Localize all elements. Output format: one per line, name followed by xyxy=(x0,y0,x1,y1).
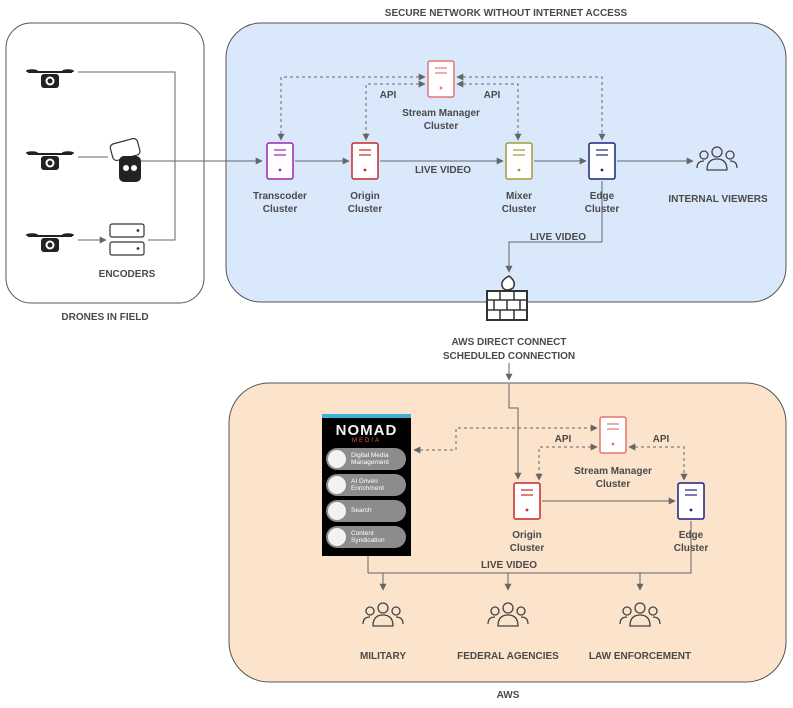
aws-api-left-label: API xyxy=(554,434,572,445)
nomad-item-ai-enrichment: AI Driven Enrichment xyxy=(326,474,406,496)
nomad-logo: NOMAD xyxy=(335,422,398,439)
stream-manager-server-icon xyxy=(427,60,455,98)
aws-edge-cluster-label: Edge Cluster xyxy=(673,530,709,554)
media-management-icon xyxy=(328,450,346,468)
api-right-outer-link xyxy=(456,73,606,141)
nomad-item-label: AI Driven Enrichment xyxy=(351,477,384,493)
drone-link-top xyxy=(78,71,176,241)
live-video-label-firewall: LIVE VIDEO xyxy=(529,232,587,243)
api-left-outer-link xyxy=(277,73,426,141)
aws-origin-server-icon xyxy=(513,482,541,520)
aws-stream-manager-cluster-label: Stream Manager Cluster xyxy=(574,466,652,490)
drone-icon xyxy=(26,151,74,170)
transcoder-server-icon xyxy=(266,142,294,180)
drone-icon xyxy=(26,69,74,88)
nomad-item-label: Digital Media Management xyxy=(351,451,389,467)
aws-stream-manager-server-icon xyxy=(599,416,627,454)
nomad-to-stream-manager-link xyxy=(413,424,598,454)
nomad-item-label: Search xyxy=(351,507,372,515)
origin-server-icon xyxy=(351,142,379,180)
aws-origin-cluster-label: Origin Cluster xyxy=(509,530,545,554)
federal-agencies-label: FEDERAL AGENCIES xyxy=(457,651,559,662)
edge-to-firewall-edge xyxy=(505,181,603,273)
stream-manager-cluster-label: Stream Manager Cluster xyxy=(402,108,480,132)
internal-viewers-icon xyxy=(696,146,738,171)
aws-title: AWS xyxy=(496,690,520,701)
nomad-item-label: Content Syndication xyxy=(351,529,385,545)
aws-api-right-link xyxy=(628,443,688,481)
aws-direct-connect-label: AWS DIRECT CONNECT xyxy=(451,337,567,348)
api-right-label: API xyxy=(483,90,501,101)
search-icon xyxy=(328,502,346,520)
encoder-icon xyxy=(109,223,145,256)
remote-controller-icon xyxy=(109,137,141,182)
federal-agencies-audience-icon xyxy=(487,602,529,627)
aws-edge-server-icon xyxy=(677,482,705,520)
edge-cluster-label: Edge Cluster xyxy=(584,191,620,215)
mixer-cluster-label: Mixer Cluster xyxy=(501,191,537,215)
internal-viewers-label: INTERNAL VIEWERS xyxy=(668,194,768,205)
drones-in-field-title: DRONES IN FIELD xyxy=(61,312,149,323)
cloud-syndication-icon xyxy=(328,528,346,546)
transcoder-cluster-label: Transcoder Cluster xyxy=(253,191,307,215)
military-audience-icon xyxy=(362,602,404,627)
ai-head-icon xyxy=(328,476,346,494)
api-right-inner-link xyxy=(456,80,522,141)
military-label: MILITARY xyxy=(359,651,407,662)
api-left-inner-link xyxy=(362,80,426,141)
aws-live-video-label: LIVE VIDEO xyxy=(480,560,538,571)
nomad-media-panel: NOMAD MEDIA Digital Media Management AI … xyxy=(322,414,411,556)
law-enforcement-label: LAW ENFORCEMENT xyxy=(588,651,692,662)
drone-icon xyxy=(26,233,74,252)
aws-edge-to-bus-line xyxy=(368,521,692,574)
nomad-item-search: Search xyxy=(326,500,406,522)
aws-api-right-label: API xyxy=(652,434,670,445)
law-enforcement-audience-icon xyxy=(619,602,661,627)
nomad-logo-sub: MEDIA xyxy=(351,438,381,444)
nomad-item-digital-media: Digital Media Management xyxy=(326,448,406,470)
api-left-label: API xyxy=(379,90,397,101)
mixer-server-icon xyxy=(505,142,533,180)
nomad-item-content-syndication: Content Syndication xyxy=(326,526,406,548)
secure-network-title: SECURE NETWORK WITHOUT INTERNET ACCESS xyxy=(384,8,628,19)
firewall-icon xyxy=(486,275,528,321)
encoders-label: ENCODERS xyxy=(98,269,156,280)
edge-server-icon xyxy=(588,142,616,180)
drones-region xyxy=(5,22,205,304)
live-video-label-top: LIVE VIDEO xyxy=(414,165,472,176)
origin-cluster-label: Origin Cluster xyxy=(347,191,383,215)
scheduled-connection-label: SCHEDULED CONNECTION xyxy=(442,351,576,362)
